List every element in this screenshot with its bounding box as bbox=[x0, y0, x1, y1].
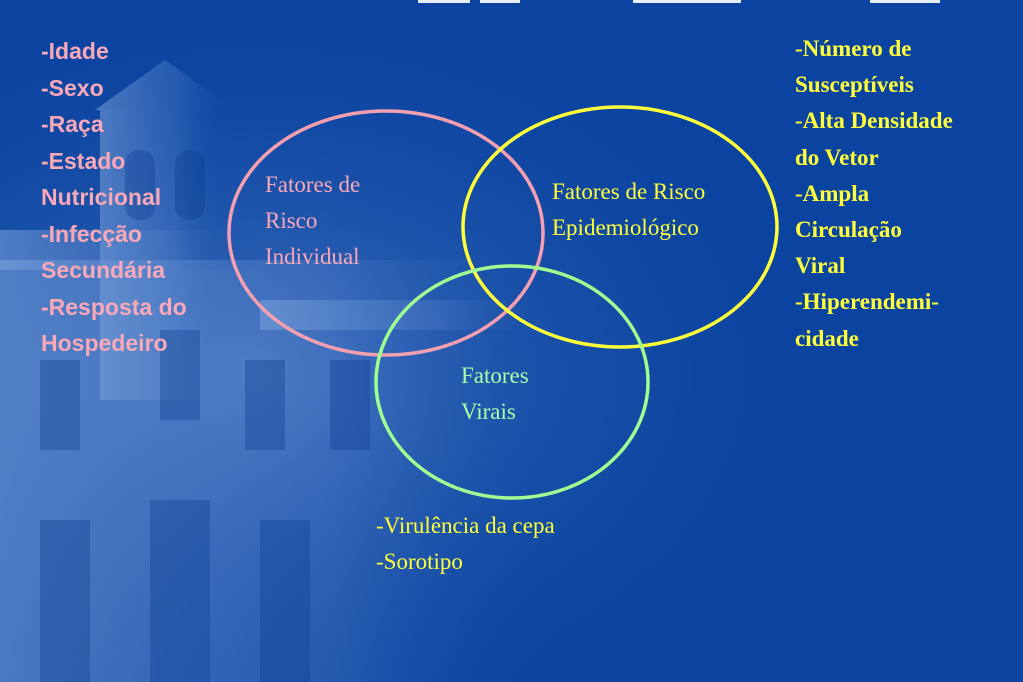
top-strip bbox=[418, 0, 470, 3]
label-line: Fatores de Risco bbox=[552, 179, 706, 204]
label-line: Risco bbox=[265, 208, 318, 233]
circle-epidemiologico bbox=[461, 105, 779, 349]
list-item: Susceptíveis bbox=[795, 72, 914, 98]
list-item: -Idade bbox=[41, 38, 109, 64]
label-line: Individual bbox=[265, 244, 360, 269]
viral-factors-list: -Virulência da cepa -Sorotipo bbox=[376, 508, 555, 580]
list-item: -Sorotipo bbox=[376, 549, 463, 574]
circle-virais bbox=[374, 264, 650, 500]
label-line: Fatores de bbox=[265, 172, 361, 197]
list-item: Hospedeiro bbox=[41, 330, 168, 356]
label-line: Epidemiológico bbox=[552, 215, 699, 240]
list-item: -Alta Densidade bbox=[795, 108, 953, 134]
list-item: -Número de bbox=[795, 36, 912, 61]
label-fatores-risco-epidemiologico: Fatores de Risco Epidemiológico bbox=[552, 174, 705, 246]
list-item: Viral bbox=[795, 253, 846, 279]
list-item: -Hiperendemi- bbox=[795, 289, 939, 315]
list-item: cidade bbox=[795, 325, 859, 351]
label-fatores-virais: Fatores Virais bbox=[461, 358, 529, 430]
label-line: Virais bbox=[461, 399, 516, 424]
list-item: -Sexo bbox=[41, 74, 104, 101]
list-item: -Virulência da cepa bbox=[376, 513, 555, 538]
list-item: -Estado bbox=[41, 147, 126, 174]
top-strip bbox=[633, 0, 741, 3]
list-item: Circulação bbox=[795, 217, 902, 243]
list-item: -Infecção bbox=[41, 220, 142, 247]
top-strip bbox=[870, 0, 940, 3]
top-strip bbox=[480, 0, 520, 3]
list-item: -Ampla bbox=[795, 180, 870, 206]
list-item: Secundária bbox=[41, 257, 165, 283]
label-fatores-risco-individual: Fatores de Risco Individual bbox=[265, 167, 360, 275]
list-item: -Resposta do bbox=[41, 293, 187, 320]
epidemiological-factors-list: -Número de Susceptíveis -Alta Densidade … bbox=[795, 31, 953, 357]
label-line: Fatores bbox=[461, 363, 529, 388]
list-item: Nutricional bbox=[41, 184, 162, 210]
list-item: -Raça bbox=[41, 111, 104, 137]
circle-individual bbox=[227, 109, 545, 357]
list-item: do Vetor bbox=[795, 144, 879, 170]
individual-factors-list: -Idade -Sexo -Raça -Estado Nutricional -… bbox=[41, 33, 187, 362]
